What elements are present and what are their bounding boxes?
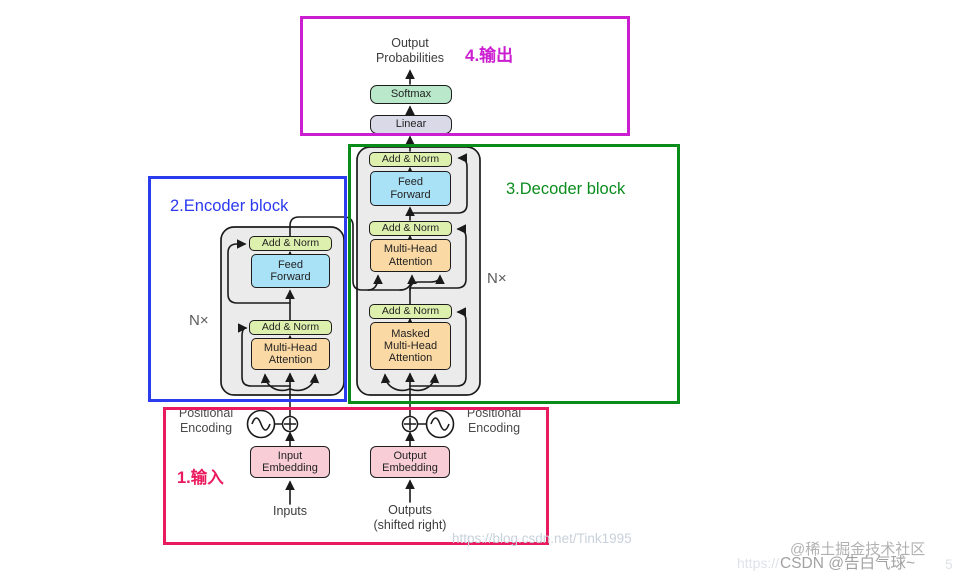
output-probabilities-label: Output Probabilities bbox=[375, 36, 445, 65]
encoder-feed-forward-box: Feed Forward bbox=[251, 254, 330, 288]
input-region-label: 1.输入 bbox=[177, 469, 224, 487]
output-region-label: 4.输出 bbox=[465, 46, 514, 65]
add-symbol-left bbox=[281, 415, 299, 433]
positional-encoding-label-left: Positional Encoding bbox=[178, 406, 234, 435]
watermark-blog-url: https://blog.csdn.net/Tink1995 bbox=[452, 531, 632, 546]
output-embedding-box: Output Embedding bbox=[370, 446, 450, 478]
watermark-faint-url-suffix: 5 bbox=[945, 556, 953, 572]
decoder-multi-head-attention-box: Multi-Head Attention bbox=[370, 239, 451, 272]
watermark-faint-url-prefix: https:// bbox=[737, 555, 780, 571]
encoder-add-norm-top-box: Add & Norm bbox=[249, 236, 332, 251]
outputs-shifted-right-label: Outputs (shifted right) bbox=[373, 503, 447, 532]
inputs-label: Inputs bbox=[272, 504, 308, 518]
linear-box: Linear bbox=[370, 115, 452, 134]
encoder-region-label: 2.Encoder block bbox=[170, 197, 289, 215]
positional-encoding-symbol-right bbox=[425, 409, 455, 439]
decoder-region-label: 3.Decoder block bbox=[506, 180, 626, 198]
input-embedding-box: Input Embedding bbox=[250, 446, 330, 478]
add-symbol-right bbox=[401, 415, 419, 433]
positional-encoding-label-right: Positional Encoding bbox=[466, 406, 522, 435]
watermark-csdn-user: CSDN @告白气球~ bbox=[780, 555, 916, 572]
decoder-feed-forward-box: Feed Forward bbox=[370, 171, 451, 206]
watermark-juejin: @稀土掘金技术社区 bbox=[790, 541, 926, 558]
decoder-masked-multi-head-attention-box: Masked Multi-Head Attention bbox=[370, 322, 451, 370]
decoder-add-norm-middle-box: Add & Norm bbox=[369, 221, 452, 236]
softmax-box: Softmax bbox=[370, 85, 452, 104]
encoder-multi-head-attention-box: Multi-Head Attention bbox=[251, 338, 330, 370]
encoder-add-norm-bottom-box: Add & Norm bbox=[249, 320, 332, 335]
decoder-n-times-label: N× bbox=[487, 270, 507, 287]
decoder-add-norm-bottom-box: Add & Norm bbox=[369, 304, 452, 319]
decoder-add-norm-top-box: Add & Norm bbox=[369, 152, 452, 167]
positional-encoding-symbol-left bbox=[246, 409, 276, 439]
encoder-n-times-label: N× bbox=[189, 312, 209, 329]
